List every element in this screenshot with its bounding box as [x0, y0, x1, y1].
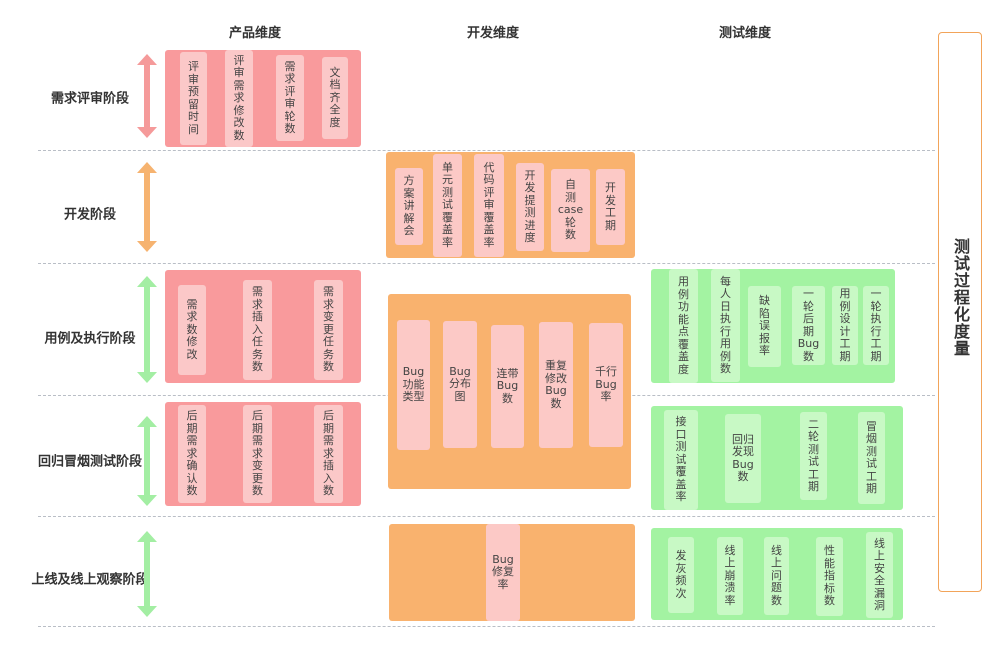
row-label-online: 上线及线上观察阶段	[31, 572, 149, 588]
metric-card: 一 轮 后 期 Bug 数	[792, 286, 825, 365]
metric-card: 二 轮 测 试 工 期	[800, 412, 827, 500]
metric-card: Bug 分布 图	[443, 321, 477, 448]
metric-card: 一 轮 执 行 工 期	[863, 286, 889, 365]
metric-card: 评 审 预 留 时 间	[180, 52, 207, 145]
metric-card: 需 求 数 修 改	[178, 285, 206, 375]
row-divider	[38, 516, 935, 517]
double-arrow-icon	[137, 162, 157, 252]
double-arrow-icon	[137, 416, 157, 506]
metric-group-dev-dev	[386, 152, 635, 258]
metric-card: 开 发 提 测 进 度	[516, 163, 544, 251]
metric-card: 后 期 需 求 变 更 数	[243, 405, 272, 503]
metric-card: 后 期 需 求 插 入 数	[314, 405, 343, 503]
metric-card: 发 灰 频 次	[668, 537, 694, 613]
row-divider	[38, 150, 935, 151]
metric-card: 需 求 插 入 任 务 数	[243, 280, 272, 380]
metric-card: 用 例 功 能 点 覆 盖 度	[669, 269, 698, 383]
double-arrow-icon	[137, 54, 157, 138]
metric-card: Bug 功能 类型	[397, 320, 430, 450]
column-header-product: 产品维度	[228, 26, 282, 41]
side-title-box: 测试过程化度量	[938, 32, 982, 592]
metric-card: 缺 陷 误 报 率	[748, 286, 781, 367]
metric-card: 连带 Bug 数	[491, 325, 524, 448]
row-label-regress: 回归冒烟测试阶段	[37, 454, 143, 470]
row-divider	[38, 263, 935, 264]
metric-card: 接 口 测 试 覆 盖 率	[664, 410, 698, 510]
metric-card: Bug 修复 率	[486, 524, 520, 621]
metric-card: 方 案 讲 解 会	[395, 168, 423, 245]
row-divider	[38, 626, 935, 627]
double-arrow-icon	[137, 276, 157, 383]
side-title: 测试过程化度量	[951, 238, 970, 357]
metric-card: 后 期 需 求 确 认 数	[178, 405, 206, 503]
metric-card: 单 元 测 试 覆 盖 率	[433, 154, 462, 257]
row-label-case: 用例及执行阶段	[44, 331, 136, 347]
metric-card: 线 上 问 题 数	[764, 537, 789, 615]
metric-card: 回归 发现 Bug 数	[725, 414, 761, 503]
metric-card: 评 审 需 求 修 改 数	[225, 50, 253, 147]
metric-card: 自 测 case 轮 数	[551, 169, 590, 252]
metric-card: 线 上 安 全 漏 洞	[866, 532, 893, 618]
column-header-dev: 开发维度	[466, 26, 520, 41]
metric-card: 用 例 设 计 工 期	[832, 286, 858, 365]
metric-card: 性 能 指 标 数	[816, 537, 843, 616]
metric-card: 需 求 评 审 轮 数	[276, 55, 304, 141]
metric-card: 文 档 齐 全 度	[322, 57, 348, 139]
column-header-test: 测试维度	[718, 26, 772, 41]
row-label-dev: 开发阶段	[63, 207, 117, 223]
metric-card: 重复 修改 Bug 数	[539, 322, 573, 448]
metric-card: 开 发 工 期	[596, 169, 625, 245]
metric-card: 需 求 变 更 任 务 数	[314, 280, 343, 380]
row-label-review: 需求评审阶段	[50, 91, 130, 107]
metric-card: 线 上 崩 溃 率	[717, 537, 743, 615]
double-arrow-icon	[137, 531, 157, 617]
metric-card: 冒 烟 测 试 工 期	[858, 412, 885, 504]
metric-card: 代 码 评 审 覆 盖 率	[474, 154, 504, 257]
metric-card: 千行 Bug 率	[589, 323, 623, 447]
metric-card: 每 人 日 执 行 用 例 数	[711, 269, 740, 382]
